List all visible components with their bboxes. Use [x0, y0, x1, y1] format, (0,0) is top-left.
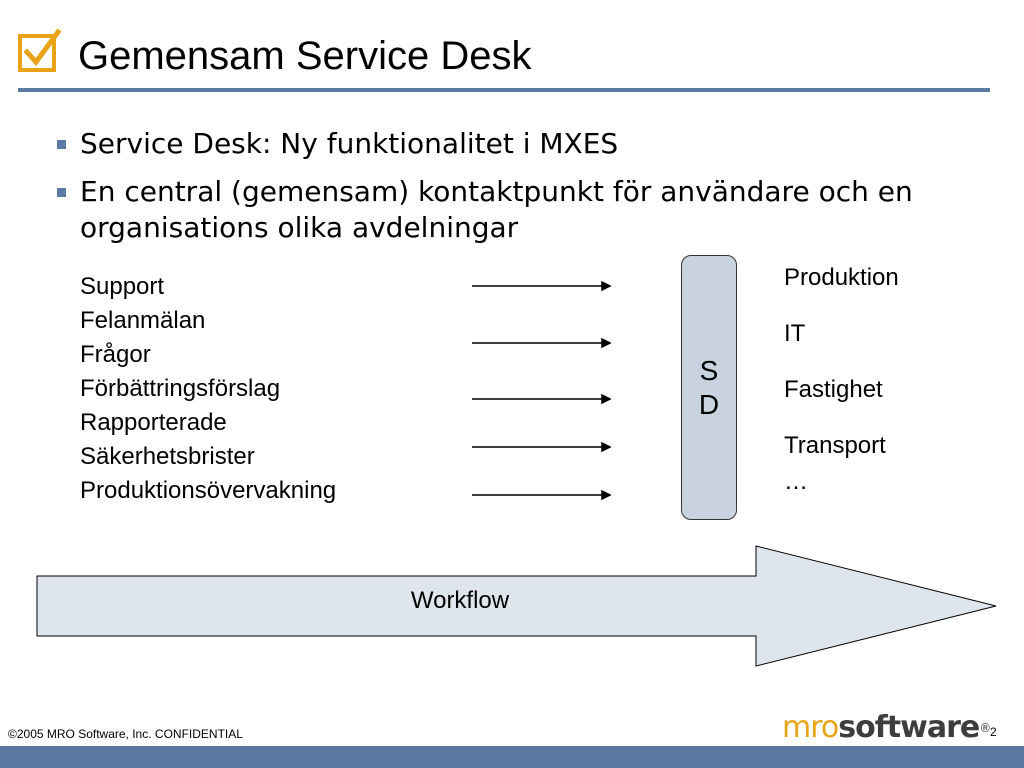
- page-number: 2: [990, 725, 997, 739]
- service-desk-box: S D: [681, 255, 737, 520]
- input-item: Säkerhetsbrister: [80, 443, 255, 470]
- sd-letter: D: [698, 388, 720, 420]
- bullet-list: Service Desk: Ny funktionalitet i MXES E…: [54, 126, 994, 258]
- arrow-right-icon: [472, 393, 612, 405]
- department-item: Fastighet: [784, 376, 883, 403]
- bullet-text: Service Desk: Ny funktionalitet i MXES: [80, 127, 619, 160]
- department-list: Produktion IT Fastighet Transport …: [784, 262, 899, 522]
- square-bullet-icon: [57, 188, 66, 197]
- input-item: Support: [80, 273, 165, 300]
- checkbox-checked-icon: [18, 28, 62, 72]
- arrow-right-icon: [472, 489, 612, 501]
- logo-software: software: [838, 710, 980, 745]
- input-item: Produktionsövervakning: [80, 477, 337, 504]
- input-item: Rapporterade: [80, 409, 227, 436]
- input-list: Support Felanmälan Frågor Förbättringsfö…: [80, 270, 336, 508]
- department-item: IT: [784, 320, 806, 347]
- mro-software-logo: mrosoftware®: [782, 710, 991, 746]
- logo-mro: mro: [782, 710, 839, 745]
- sd-letter: S: [699, 354, 719, 386]
- bullet-item: Service Desk: Ny funktionalitet i MXES: [54, 126, 994, 162]
- workflow-label: Workflow: [410, 587, 510, 614]
- arrow-right-icon: [472, 280, 612, 292]
- copyright-text: ©2005 MRO Software, Inc. CONFIDENTIAL: [8, 727, 243, 741]
- input-item: Felanmälan: [80, 307, 206, 334]
- department-item: Transport: [784, 432, 886, 459]
- slide-title: Gemensam Service Desk: [78, 34, 532, 78]
- input-item: Förbättringsförslag: [80, 375, 281, 402]
- department-item: Produktion: [784, 264, 899, 291]
- workflow-arrow: [36, 545, 997, 667]
- arrow-right-icon: [472, 337, 612, 349]
- logo-trademark: ®: [979, 721, 991, 735]
- input-arrows: [472, 280, 612, 501]
- bullet-item: En central (gemensam) kontaktpunkt för a…: [54, 174, 994, 246]
- title-divider: [18, 88, 990, 92]
- square-bullet-icon: [57, 140, 66, 149]
- department-item: …: [784, 468, 808, 495]
- input-item: Frågor: [80, 341, 151, 368]
- bullet-text: En central (gemensam) kontaktpunkt för a…: [80, 175, 913, 244]
- footer-bar: [0, 746, 1024, 768]
- arrow-right-icon: [472, 441, 612, 453]
